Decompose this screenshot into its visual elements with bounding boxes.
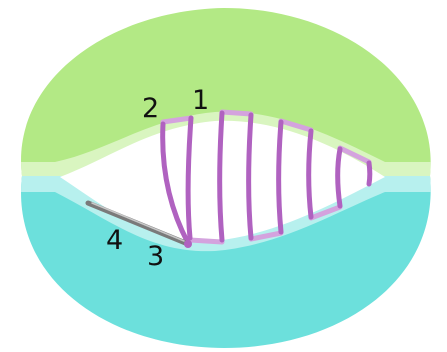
suture-pass-7 [335,146,343,209]
suture-top-segment-2 [219,109,254,117]
suture-pass-2 [185,115,194,241]
suture-bottom-segment-2 [248,230,284,242]
suture-top-segment-1 [160,115,194,125]
suture-pass-6 [306,128,314,220]
suture-bottom-segment-3 [308,204,343,221]
surgical-needle-icon [85,200,192,248]
suture-pass-4 [246,112,254,241]
label-4: 4 [106,225,123,256]
suture-pass-1 [160,121,191,246]
label-1: 1 [192,85,209,116]
wound-gap [60,120,385,242]
suture-exposed-segments [160,109,372,245]
needle-shaft [85,200,191,247]
suture-bottom-segment-1 [187,237,225,245]
needle-tip [184,240,192,248]
label-3: 3 [147,241,164,272]
suture-top-segment-4 [337,145,372,165]
suture-passes [160,110,373,246]
suture-pass-5 [276,119,284,235]
suture-pass-8 [366,160,373,187]
needle-highlight [91,202,185,242]
suture-pass-3 [217,110,225,243]
suture-top-segment-3 [278,118,314,133]
label-2: 2 [142,93,159,124]
